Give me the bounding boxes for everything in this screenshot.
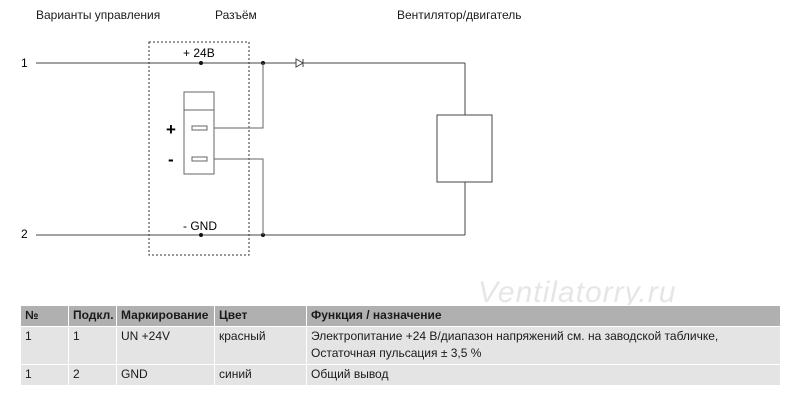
gnd-label: - GND bbox=[183, 219, 217, 233]
header-control-variants: Варианты управления bbox=[36, 8, 161, 22]
col-header-num: № bbox=[20, 305, 69, 327]
table-row: 1 1 UN +24V красный Электропитание +24 В… bbox=[20, 326, 781, 365]
junction-dot bbox=[199, 61, 203, 65]
pin-plus bbox=[191, 125, 208, 131]
col-header-color: Цвет bbox=[214, 305, 307, 327]
function-line: Электропитание +24 В/диапазон напряжений… bbox=[311, 329, 719, 343]
col-header-conn: Подкл. bbox=[68, 305, 117, 327]
pin-minus-wire bbox=[214, 158, 264, 235]
connector-boundary bbox=[148, 41, 250, 256]
cell-num: 1 bbox=[20, 326, 69, 365]
cell-function: Электропитание +24 В/диапазон напряжений… bbox=[306, 326, 781, 365]
cell-color: синий bbox=[214, 364, 307, 386]
table-header-row: № Подкл. Маркирование Цвет Функция / наз… bbox=[20, 305, 781, 327]
col-header-function: Функция / назначение bbox=[306, 305, 781, 327]
plus-sign: + bbox=[166, 120, 176, 139]
header-connector: Разъём bbox=[215, 8, 257, 22]
plus-24v-label: + 24В bbox=[183, 46, 215, 60]
minus-sign: - bbox=[168, 150, 174, 169]
wiring-diagram: 1 2 + 24В - GND + - bbox=[21, 41, 493, 256]
terminal-1-label: 1 bbox=[21, 56, 28, 70]
watermark: Ventilatorry.ru bbox=[478, 276, 677, 309]
plug-body bbox=[183, 91, 215, 175]
diode-icon bbox=[295, 58, 305, 68]
pin-assignment-table: № Подкл. Маркирование Цвет Функция / наз… bbox=[20, 305, 781, 386]
cell-num: 1 bbox=[20, 364, 69, 386]
junction-dot bbox=[199, 233, 203, 237]
cell-conn: 2 bbox=[68, 364, 117, 386]
cell-conn: 1 bbox=[68, 326, 117, 365]
header-fan-motor: Вентилятор/двигатель bbox=[397, 8, 522, 22]
function-line: Остаточная пульсация ± 3,5 % bbox=[311, 346, 482, 360]
pin-plus-wire bbox=[214, 63, 264, 129]
cell-color: красный bbox=[214, 326, 307, 365]
function-line: Общий вывод bbox=[311, 367, 389, 381]
terminal-2-label: 2 bbox=[21, 227, 28, 241]
fan-motor-box bbox=[436, 114, 493, 183]
table-row: 1 2 GND синий Общий вывод bbox=[20, 364, 781, 386]
cell-marking: UN +24V bbox=[116, 326, 215, 365]
col-header-marking: Маркирование bbox=[116, 305, 215, 327]
pin-minus bbox=[191, 156, 208, 162]
cell-function: Общий вывод bbox=[306, 364, 781, 386]
cell-marking: GND bbox=[116, 364, 215, 386]
